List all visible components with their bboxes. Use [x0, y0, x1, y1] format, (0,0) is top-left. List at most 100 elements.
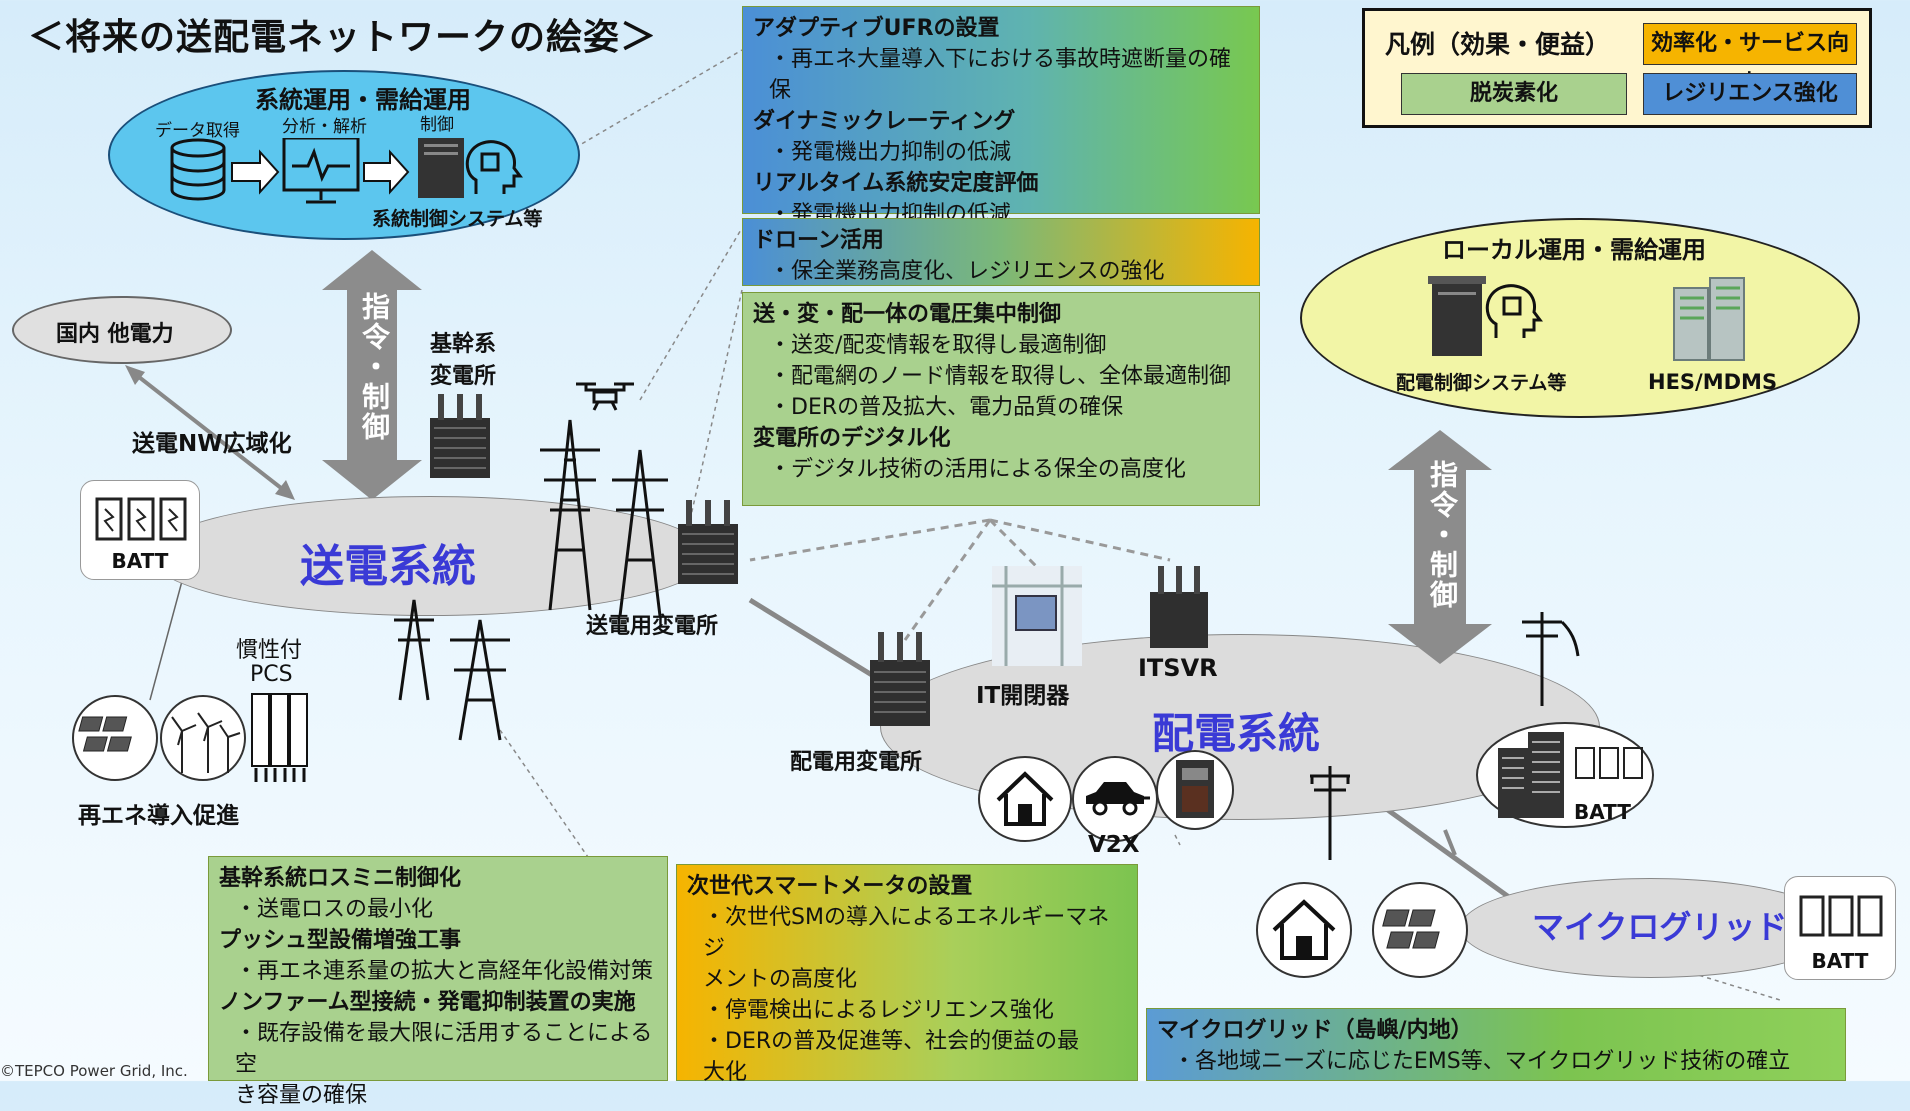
house-circle — [1256, 882, 1352, 978]
step-analysis: 分析・解析 — [282, 117, 367, 137]
box-heading: 基幹系統ロスミニ制御化 — [219, 866, 462, 891]
it-switch-icon — [992, 566, 1082, 666]
backbone-substation-label-1: 基幹系 — [430, 332, 497, 357]
trans-substation-label: 送電用変電所 — [586, 614, 719, 639]
battery-label: BATT — [1574, 800, 1631, 824]
wide-area-label: 送電NW広域化 — [132, 431, 292, 457]
step-control: 制御 — [420, 115, 454, 135]
local-right-caption: HES/MDMS — [1648, 370, 1778, 394]
solar-panel-icon — [1382, 909, 1440, 949]
hes-server-icon — [1673, 277, 1745, 361]
transmission-tower-icon — [394, 599, 510, 741]
box-heading: アダプティブUFRの設置 — [753, 16, 1000, 41]
box-heading: ノンファーム型接続・発電抑制装置の実施 — [219, 990, 636, 1015]
domestic-ellipse — [12, 296, 232, 364]
box-item: ・送電ロスの最小化 — [235, 897, 434, 922]
battery-label: BATT — [1811, 949, 1869, 973]
box-heading: 送・変・配一体の電圧集中制御 — [753, 302, 1062, 327]
solar-panel-icon — [78, 716, 132, 752]
local-ops-title: ローカル運用・需給運用 — [1442, 236, 1706, 264]
box-item: ・配電網のノード情報を取得し、全体最適制御 — [769, 364, 1232, 389]
box-heading: 次世代スマートメータの設置 — [687, 874, 973, 899]
electric-car-icon — [1086, 782, 1150, 816]
house-circle — [978, 756, 1072, 842]
house-icon — [996, 771, 1054, 826]
battery-left: BATT — [80, 480, 200, 580]
box-item: ・既存設備を最大限に活用することによる空 — [235, 1021, 653, 1077]
box-item: ・停電検出によるレジリエンス強化 — [703, 998, 1054, 1023]
it-switch-label: IT開閉器 — [976, 683, 1070, 709]
transmission-tower-icon — [540, 419, 668, 617]
box-heading: ドローン活用 — [753, 228, 884, 253]
legend-decarbon: 脱炭素化 — [1401, 73, 1627, 115]
box-ufr: アダプティブUFRの設置・再エネ大量導入下における事故時遮断量の確保ダイナミック… — [742, 6, 1260, 227]
command-arrow-left — [322, 250, 422, 500]
box-item: ・DERの普及促進等、社会的便益の最 — [703, 1029, 1080, 1054]
inertia-pcs-label-2: PCS — [250, 662, 293, 687]
transmission-label: 送電系統 — [300, 541, 476, 592]
monitor-icon — [282, 138, 360, 204]
step-data-acquisition: データ取得 — [155, 121, 240, 141]
box-item: ・発電機出力抑制の低減 — [769, 140, 1012, 165]
ai-head-icon — [465, 140, 523, 194]
backbone-substation-label-2: 変電所 — [430, 364, 497, 389]
solar-panel-circle — [1372, 882, 1468, 978]
box-heading: マイクログリッド（島嶼/内地） — [1157, 1018, 1473, 1043]
box-item: 大化 — [703, 1060, 748, 1085]
building-icon — [1498, 732, 1564, 818]
box-item: ・デジタル技術の活用による保全の高度化 — [769, 457, 1186, 482]
database-icon — [170, 138, 226, 201]
box-heading: 変電所のデジタル化 — [753, 426, 951, 451]
smart-meter-circle — [1156, 750, 1234, 830]
transformer-icon — [1150, 566, 1208, 648]
legend-efficiency: 効率化・サービス向上 — [1643, 23, 1857, 96]
command-label-right: 指令・制御 — [1426, 460, 1459, 610]
box-heading: ダイナミックレーティング — [753, 109, 1016, 134]
box-loss: 基幹系統ロスミニ制御化・送電ロスの最小化プッシュ型設備増強工事・再エネ連系量の拡… — [208, 856, 668, 1108]
box-microgrid: マイクログリッド（島嶼/内地） ・各地域ニーズに応じたEMS等、マイクログリッド技… — [1146, 1008, 1846, 1081]
utility-pole-icon — [1522, 612, 1580, 706]
box-item: ・次世代SMの導入によるエネルギーマネジ — [703, 905, 1110, 961]
box-item: ・DERの普及拡大、電力品質の確保 — [769, 395, 1124, 420]
battery-right: BATT — [1784, 876, 1896, 980]
wind-turbine-icon — [171, 712, 241, 773]
local-ops-ellipse — [1300, 218, 1860, 418]
transformer-icon — [430, 394, 490, 478]
transformer-icon — [870, 632, 930, 726]
battery-icon — [1575, 747, 1643, 779]
system-ops-caption: 系統制御システム等 — [372, 208, 543, 230]
box-item: メントの高度化 — [703, 967, 858, 992]
box-item: ・保全業務高度化、レジリエンスの強化 — [769, 259, 1165, 284]
transmission-ellipse — [150, 496, 710, 616]
box-heading: プッシュ型設備増強工事 — [219, 928, 462, 953]
box-item: ・各地域ニーズに応じたEMS等、マイクログリッド技術の確立 — [1173, 1049, 1791, 1074]
arrow-right-icon — [363, 149, 410, 195]
itsvr-label: ITSVR — [1138, 654, 1218, 682]
battery-icon — [1799, 895, 1883, 937]
battery-icon — [95, 497, 187, 541]
house-icon — [1272, 899, 1336, 960]
system-ops-icons — [170, 138, 523, 204]
copyright: ©TEPCO Power Grid, Inc. — [0, 1062, 188, 1080]
distribution-control-icons — [1428, 276, 1543, 356]
renewable-label: 再エネ導入促進 — [78, 803, 239, 829]
box-item: ・再エネ大量導入下における事故時遮断量の確保 — [769, 47, 1232, 103]
wind-turbine-circle — [160, 695, 246, 781]
microgrid-label: マイクログリッド — [1532, 908, 1788, 946]
box-drone: ドローン活用・保全業務高度化、レジリエンスの強化 — [742, 218, 1260, 286]
system-ops-title: 系統運用・需給運用 — [255, 86, 471, 114]
arrow-right-icon — [231, 149, 280, 195]
server-icon — [1428, 276, 1486, 356]
box-heading: リアルタイム系統安定度評価 — [753, 171, 1039, 196]
page-title: ＜将来の送配電ネットワークの絵姿＞ — [28, 17, 658, 58]
box-item: ・再エネ連系量の拡大と高経年化設備対策 — [235, 959, 654, 984]
v2x-label: V2X — [1088, 832, 1140, 858]
box-item: き容量の確保 — [235, 1083, 368, 1108]
smart-meter-icon — [1176, 760, 1214, 818]
distribution-label: 配電系統 — [1152, 709, 1321, 758]
dist-substation-label: 配電用変電所 — [790, 750, 923, 775]
battery-label: BATT — [111, 549, 169, 573]
drone-icon — [576, 382, 634, 411]
box-smart-meter: 次世代スマートメータの設置・次世代SMの導入によるエネルギーマネジメントの高度化… — [676, 864, 1138, 1085]
domestic-label: 国内 他電力 — [56, 322, 174, 347]
